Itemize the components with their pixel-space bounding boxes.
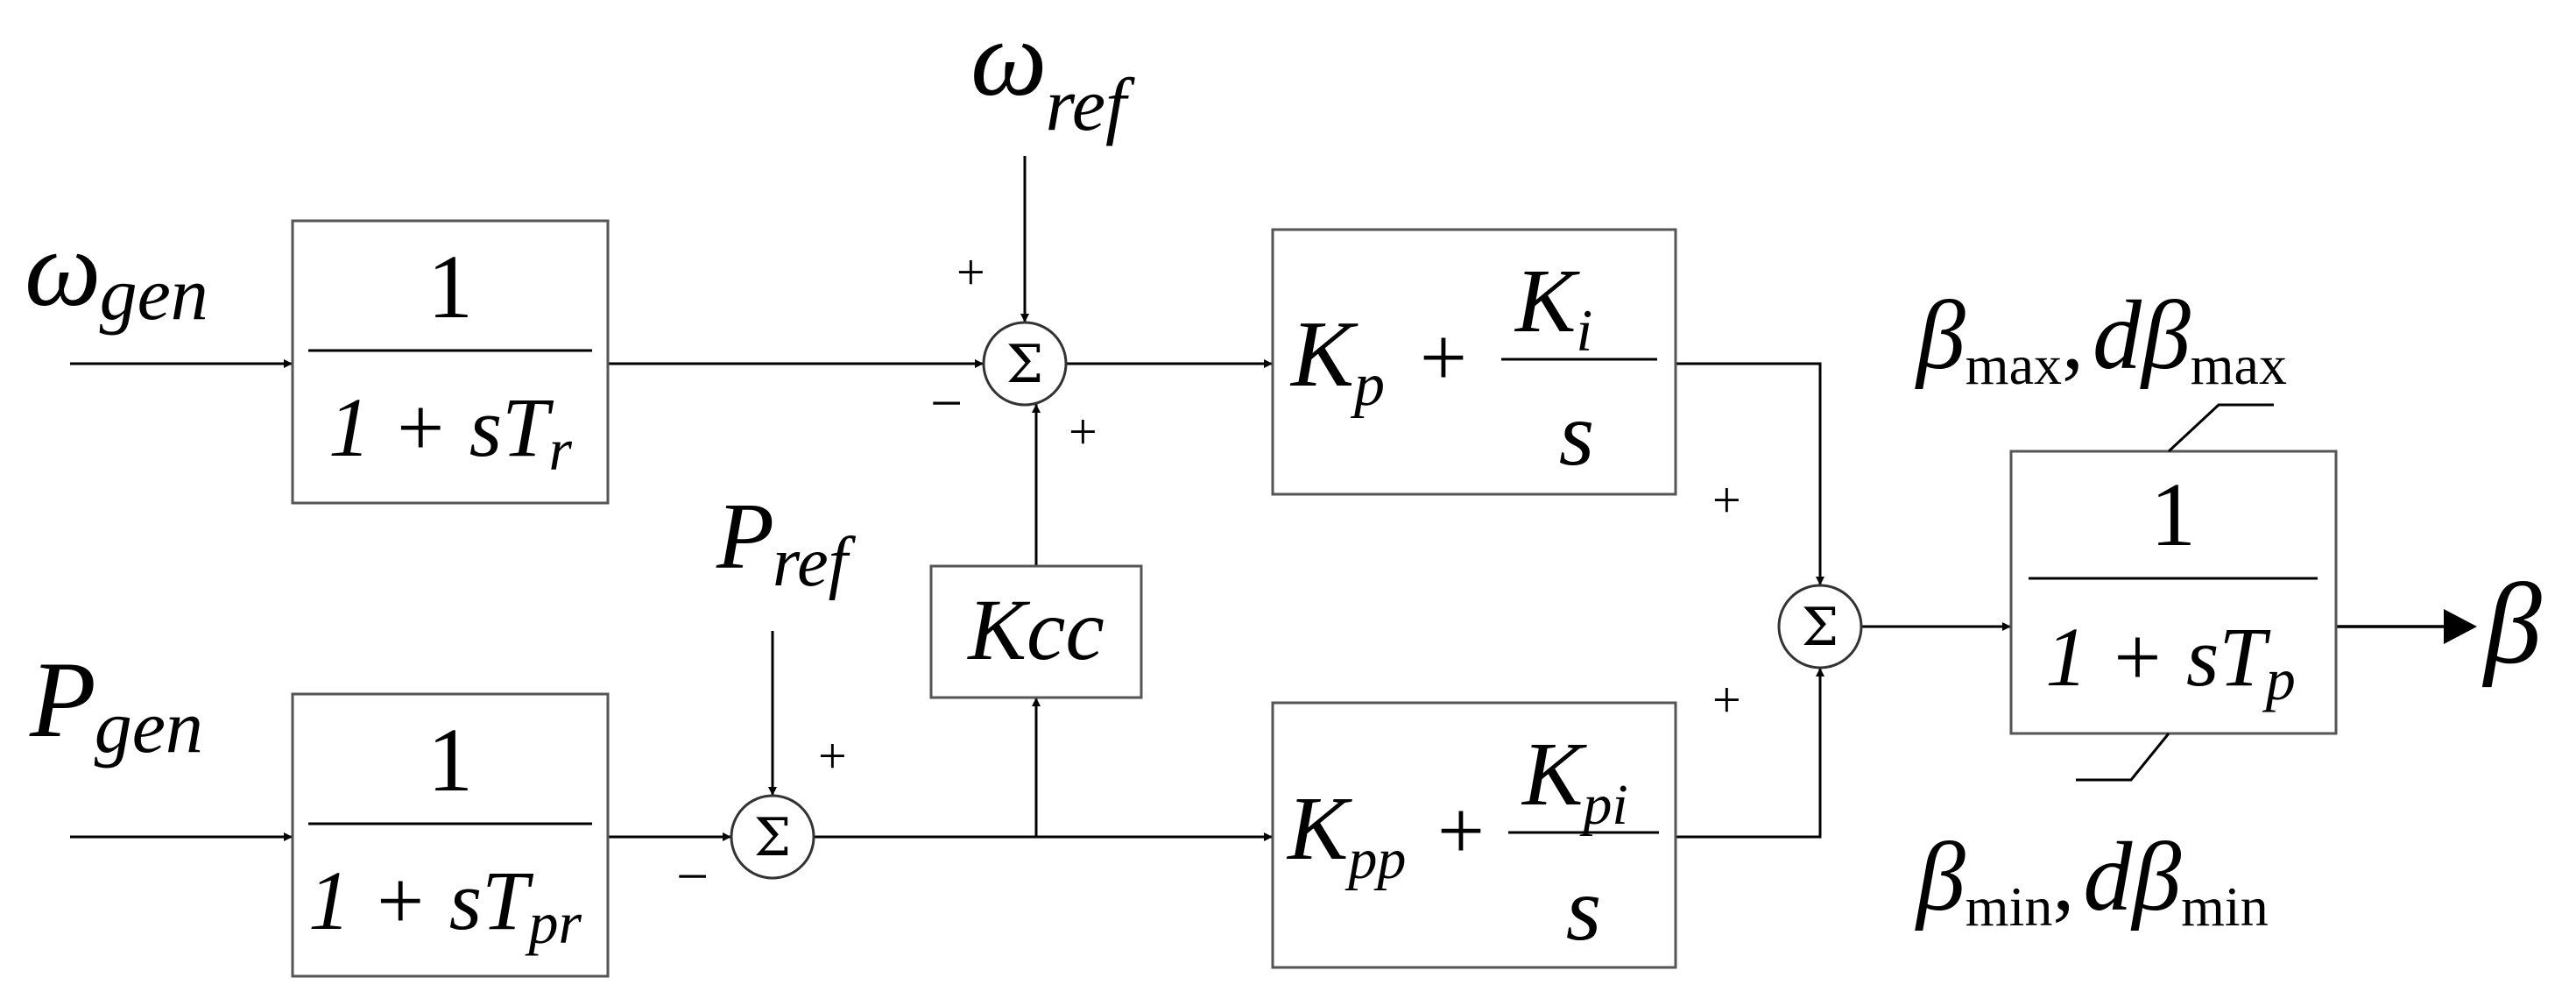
sum-junction-1: Σ + − +: [930, 244, 1097, 460]
svg-text:Pref: Pref: [716, 485, 857, 601]
speed-filter-numerator: 1: [427, 237, 473, 337]
power-filter-block: 1 1 + sTpr: [291, 692, 610, 978]
sum1-sign-left: −: [930, 372, 963, 436]
output-arrow: [2336, 609, 2477, 644]
omega-gen-label: ωgen: [25, 209, 208, 336]
sum1-sign-bottom: +: [1069, 403, 1097, 460]
speed-filter-block: 1 1 + sTr: [291, 219, 610, 505]
omega-ref-label: ωref: [970, 0, 1135, 146]
power-filter-numerator: 1: [427, 710, 473, 811]
lower-limit-leader: [2076, 733, 2170, 782]
speed-filter-denominator: 1 + sTr: [328, 380, 573, 483]
power-pi-kpi: Kpi: [1521, 724, 1628, 837]
power-pi-block: Kpp + Kpi s: [1271, 701, 1677, 969]
actuator-numerator: 1: [2150, 464, 2196, 565]
speed-pi-ki: Ki: [1514, 251, 1592, 364]
svg-text:ωgen: ωgen: [25, 209, 208, 336]
power-filter-denominator: 1 + sTpr: [308, 854, 582, 956]
sum2-sign-left: −: [676, 845, 709, 909]
power-pi-s: s: [1566, 859, 1601, 960]
p-ref-label: Pref: [716, 485, 857, 601]
sum1-sigma: Σ: [1006, 334, 1043, 395]
power-pi-kpp: Kpp: [1286, 778, 1406, 891]
speed-pi-s: s: [1559, 384, 1594, 485]
svg-text:βmin,dβmin: βmin,dβmin: [1915, 823, 2269, 938]
kcc-label: Kcc: [966, 581, 1104, 678]
speed-pi-kp: Kp: [1289, 302, 1385, 419]
sum3-sign-bottom: +: [1712, 671, 1741, 728]
sum2-sign-top: +: [818, 727, 847, 784]
power-pi-to-sum3-line: [1676, 668, 1824, 839]
sum-junction-3: Σ + +: [1712, 471, 1863, 728]
lower-limit-label: βmin,dβmin: [1915, 823, 2269, 938]
svg-text:Pgen: Pgen: [29, 640, 203, 769]
power-pi-plus: +: [1437, 783, 1485, 877]
beta-output-label: β: [2481, 559, 2542, 688]
upper-limit-leader: [2167, 403, 2274, 453]
svg-text:βmax,dβmax: βmax,dβmax: [1915, 281, 2287, 396]
p-gen-label: Pgen: [29, 640, 203, 769]
kcc-gain-block: Kcc: [929, 564, 1143, 699]
sum1-sign-top: +: [956, 244, 985, 301]
speed-pi-plus: +: [1420, 310, 1467, 404]
svg-text:β: β: [2481, 559, 2542, 688]
speed-pi-to-sum3-line: [1676, 362, 1824, 585]
upper-limit-label: βmax,dβmax: [1915, 281, 2287, 396]
actuator-block: 1 1 + sTp: [2009, 450, 2338, 735]
sum3-sign-top: +: [1712, 471, 1741, 528]
signal-lines: [70, 156, 2011, 841]
sum-junction-2: Σ + −: [676, 727, 847, 909]
actuator-denominator: 1 + sTp: [2045, 610, 2296, 712]
speed-pi-block: Kp + Ki s: [1271, 228, 1677, 496]
sum3-sigma: Σ: [1802, 597, 1838, 658]
sum2-sigma: Σ: [754, 807, 791, 868]
svg-text:ωref: ωref: [970, 0, 1135, 146]
